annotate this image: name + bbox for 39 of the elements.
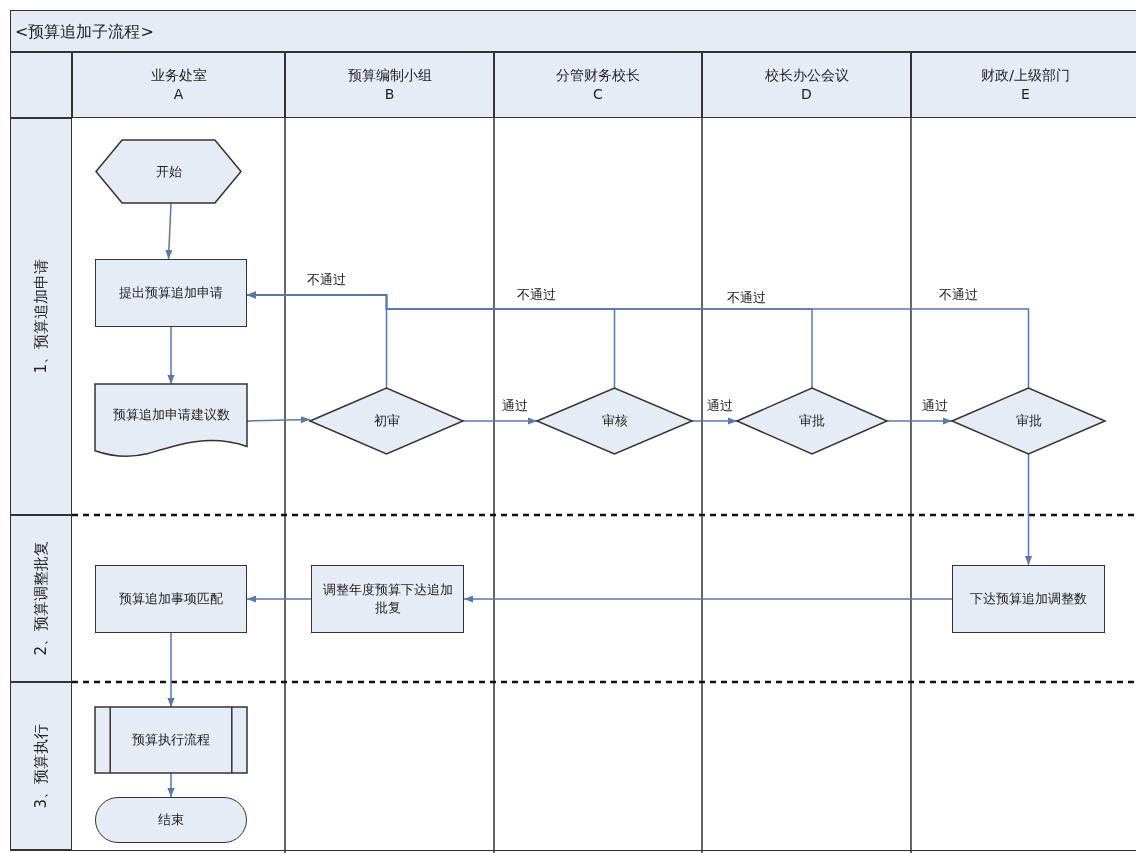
arrow [165,202,173,260]
edge-label: 通过 [920,398,950,414]
process-box: 提出预算追加申请 [95,259,247,327]
decision-diamond: 初审 [310,388,463,454]
arrow [246,291,1030,389]
arrow [246,595,312,603]
process-box: 预算追加事项匹配 [95,565,247,633]
edge-label: 通过 [500,398,530,414]
arrow [167,632,175,708]
lane-header: 业务处室 A [72,52,285,118]
arrow [167,326,175,385]
document-shape: 预算追加申请建议数 [95,384,247,455]
edge-label: 通过 [705,398,735,414]
edge-label: 不通过 [937,287,980,303]
edge-label: 不通过 [305,272,348,288]
edge-label: 不通过 [515,287,558,303]
edge-label: 不通过 [725,290,768,306]
arrow [462,417,538,425]
decision-diamond: 审批 [952,388,1105,454]
decision-diamond: 审核 [537,388,692,454]
arrow [167,772,175,798]
decision-diamond: 审批 [737,388,887,454]
process-box: 下达预算追加调整数 [952,565,1105,633]
lane-header: 校长办公会议 D [702,52,911,118]
lane-header: 分管财务校长 C [494,52,702,118]
start-hexagon: 开始 [96,140,241,203]
lane-header: 预算编制小组 B [285,52,494,118]
phase-header: 1、预算追加申请 [10,118,72,515]
end-terminator: 结束 [95,797,247,843]
arrow [463,595,953,603]
arrow [691,417,738,425]
arrow [886,417,953,425]
title: <预算追加子流程> [15,22,154,42]
subprocess-box: 预算执行流程 [95,707,247,773]
phase-header: 2、预算调整批复 [10,515,72,682]
arrow [1024,453,1033,566]
phase-header: 3、预算执行 [10,682,72,850]
lane-header: 财政/上级部门 E [911,52,1136,118]
process-box: 调整年度预算下达追加批复 [311,565,464,633]
